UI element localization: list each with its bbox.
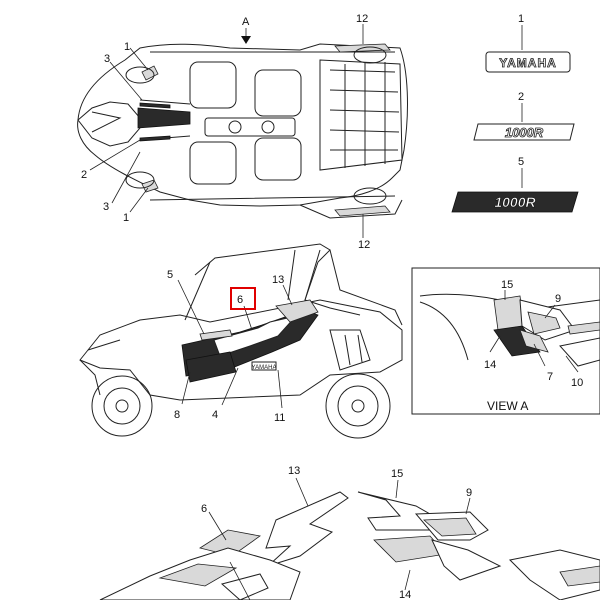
side-callout-5: 5 [167,269,173,281]
bottom-callout-14: 14 [399,589,411,600]
callout-1-top: 1 [124,41,130,53]
view-a-callout-9: 9 [555,293,561,305]
callout-1-bottom: 1 [123,212,129,224]
view-a-label: VIEW A [487,399,528,413]
view-a-callout-15: 15 [501,279,513,291]
callout-3-bottom: 3 [103,201,109,213]
side-small-brand-decal: YAMAHA [252,365,277,371]
bottom-callout-6: 6 [201,503,207,515]
side-view-vehicle: YAMAHA 5 6 13 8 4 11 [79,243,403,439]
side-callout-6: 6 [237,294,243,306]
side-callout-11: 11 [274,412,285,424]
view-a-callout-7: 7 [547,371,553,383]
callout-12-top: 12 [356,13,368,25]
callout-12-bottom: 12 [358,239,370,251]
decal-legend: 1 YAMAHA 2 1000R 5 1000R [451,13,579,213]
model-decal-5-text: 1000R [494,194,536,210]
top-view-vehicle: 1 3 2 3 1 12 12 A [77,13,408,251]
highlight-box-6 [230,287,256,310]
bottom-callout-15: 15 [391,468,403,480]
model-decal-2-text: 1000R [505,125,544,140]
bottom-callout-13: 13 [288,465,300,477]
callout-3-top: 3 [104,53,110,65]
bottom-decal-detail: 13 6 15 9 14 [99,465,600,600]
bottom-callout-9: 9 [466,487,472,499]
legend-callout-2: 2 [518,91,524,103]
legend-callout-5: 5 [518,156,524,168]
callout-2-top: 2 [81,169,87,181]
yamaha-decal-text: YAMAHA [499,56,557,70]
side-callout-4: 4 [212,409,218,421]
view-a-callout-14: 14 [484,359,496,371]
legend-callout-1: 1 [518,13,524,25]
callout-view-a-arrow: A [242,16,250,28]
yamaha-decal [485,51,571,73]
side-callout-8: 8 [174,409,180,421]
view-a-callout-10: 10 [571,377,583,389]
view-a-inset: 15 9 14 7 10 VIEW A [411,267,600,415]
side-callout-13: 13 [272,274,284,286]
